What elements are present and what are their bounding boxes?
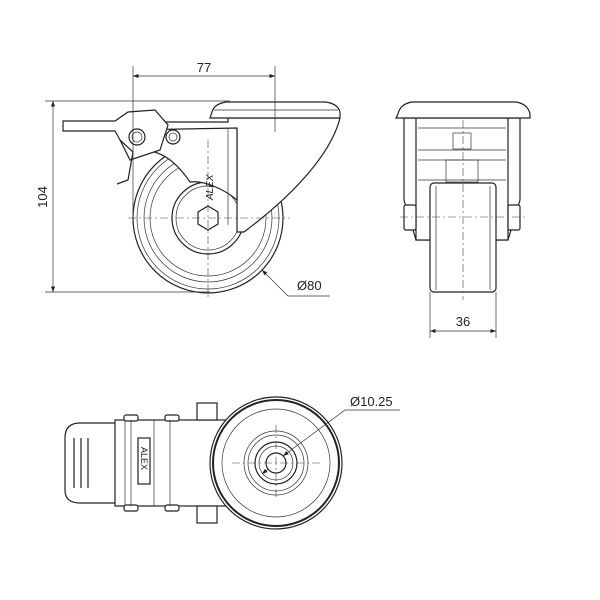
svg-text:36: 36 xyxy=(456,314,470,329)
dimension-height: 104 xyxy=(35,100,230,293)
axle-nut-right xyxy=(507,204,521,231)
top-brand-text: ALEX xyxy=(139,447,149,470)
svg-text:77: 77 xyxy=(197,60,211,75)
side-brand-text: ALEX xyxy=(205,174,216,201)
svg-text:Ø10.25: Ø10.25 xyxy=(350,394,393,409)
dimension-wheel-diameter: Ø80 xyxy=(261,269,330,297)
top-view: ALEX Ø10.25 xyxy=(64,394,400,530)
side-view: ALEX 77 104 Ø80 xyxy=(35,60,341,300)
dimension-offset: 77 xyxy=(132,60,276,225)
dimension-bolt-hole: Ø10.25 xyxy=(261,394,400,475)
svg-text:Ø80: Ø80 xyxy=(297,278,322,293)
brake-pedal xyxy=(64,422,119,504)
front-view: 36 xyxy=(395,101,531,338)
axle-nut-left xyxy=(403,204,417,231)
dimension-wheel-width: 36 xyxy=(429,292,497,338)
svg-text:104: 104 xyxy=(35,186,50,208)
front-top-plate xyxy=(395,101,531,119)
